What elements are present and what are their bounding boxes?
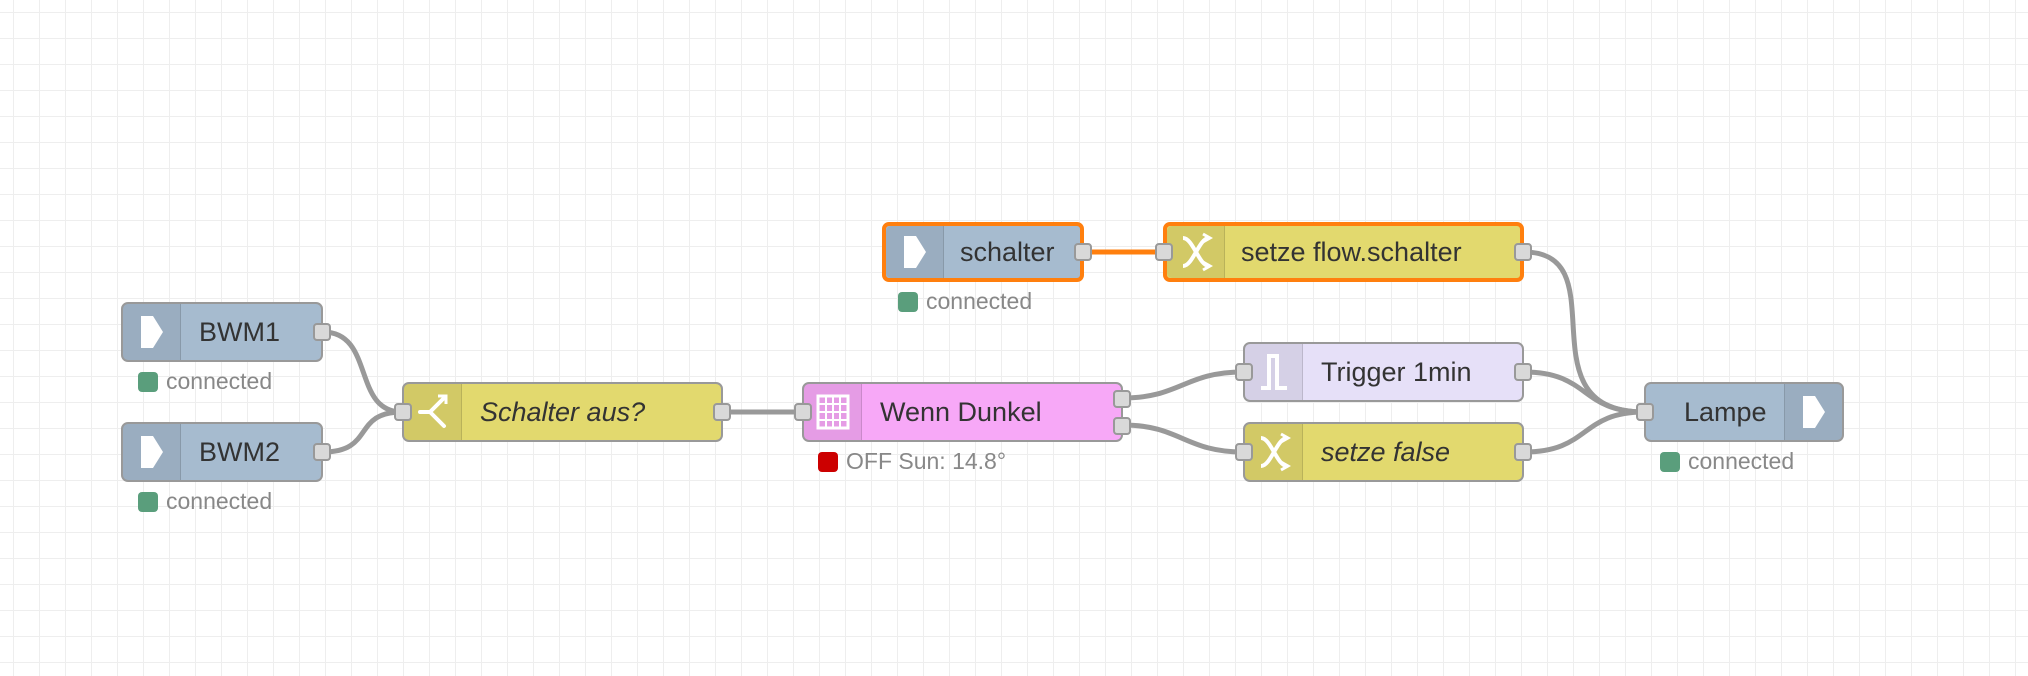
switch-icon — [404, 384, 462, 440]
arrow-out-icon — [1784, 384, 1842, 440]
node-lampe[interactable]: Lampe — [1636, 382, 1844, 442]
output-port[interactable] — [313, 323, 331, 341]
node-label: setze false — [1321, 436, 1451, 467]
node-label: Wenn Dunkel — [880, 396, 1042, 427]
input-port[interactable] — [794, 403, 812, 421]
status-dot — [138, 371, 158, 392]
node-setze-false[interactable]: setze false — [1235, 422, 1532, 482]
wire-time-setzefalse[interactable] — [1122, 422, 1244, 455]
status-dot — [898, 291, 918, 312]
wire-setzefalse-lampe[interactable] — [1523, 409, 1645, 455]
calendar-icon — [804, 384, 862, 440]
wire-setzeflow-lampe[interactable] — [1523, 249, 1645, 415]
node-label: BWM1 — [199, 316, 280, 347]
node-label: setze flow.schalter — [1241, 236, 1462, 267]
status-text: OFF Sun: 14.8° — [846, 448, 1007, 474]
node-label: Schalter aus? — [480, 396, 646, 427]
arrow-in-icon — [886, 226, 944, 278]
output-port-2[interactable] — [1113, 417, 1131, 435]
output-port[interactable] — [1514, 363, 1532, 381]
status-dot — [138, 491, 158, 512]
status-dot — [1660, 451, 1680, 472]
status-schalter: connected — [898, 288, 1032, 315]
output-port[interactable] — [313, 443, 331, 461]
shuffle-icon — [1245, 424, 1303, 480]
node-switch[interactable]: Schalter aus? — [394, 382, 731, 442]
node-bwm1[interactable]: BWM1 — [121, 302, 331, 362]
arrow-in-icon — [123, 304, 181, 360]
output-port[interactable] — [713, 403, 731, 421]
input-port[interactable] — [1235, 443, 1253, 461]
wire-trigger-lampe[interactable] — [1523, 369, 1645, 415]
input-port[interactable] — [1636, 403, 1654, 421]
status-text: connected — [166, 368, 273, 394]
status-wenn-dunkel: OFF Sun: 14.8° — [818, 448, 1006, 475]
node-label: Lampe — [1684, 396, 1767, 427]
status-lampe: connected — [1660, 448, 1794, 475]
node-setze-flow-schalter[interactable]: setze flow.schalter — [1155, 222, 1532, 282]
status-bwm2: connected — [138, 488, 272, 515]
node-label: Trigger 1min — [1321, 356, 1472, 387]
status-text: connected — [1688, 448, 1795, 474]
status-dot — [818, 451, 838, 472]
output-port[interactable] — [1514, 443, 1532, 461]
node-wenn-dunkel[interactable]: Wenn Dunkel — [794, 382, 1131, 442]
node-schalter[interactable]: schalter — [882, 222, 1092, 282]
trigger-icon — [1245, 344, 1303, 400]
wire-time-trigger[interactable] — [1122, 369, 1244, 401]
wire-bwm1-switch[interactable] — [322, 329, 403, 415]
status-text: connected — [166, 488, 273, 514]
node-label: schalter — [960, 236, 1055, 267]
arrow-in-icon — [123, 424, 181, 480]
wire-bwm2-switch[interactable] — [322, 409, 403, 455]
node-bwm2[interactable]: BWM2 — [121, 422, 331, 482]
input-port[interactable] — [394, 403, 412, 421]
input-port[interactable] — [1155, 243, 1173, 261]
input-port[interactable] — [1235, 363, 1253, 381]
node-trigger-1min[interactable]: Trigger 1min — [1235, 342, 1532, 402]
status-text: connected — [926, 288, 1033, 314]
node-label: BWM2 — [199, 436, 280, 467]
shuffle-icon — [1167, 226, 1225, 278]
output-port[interactable] — [1514, 243, 1532, 261]
status-bwm1: connected — [138, 368, 272, 395]
output-port-1[interactable] — [1113, 390, 1131, 408]
output-port[interactable] — [1074, 243, 1092, 261]
